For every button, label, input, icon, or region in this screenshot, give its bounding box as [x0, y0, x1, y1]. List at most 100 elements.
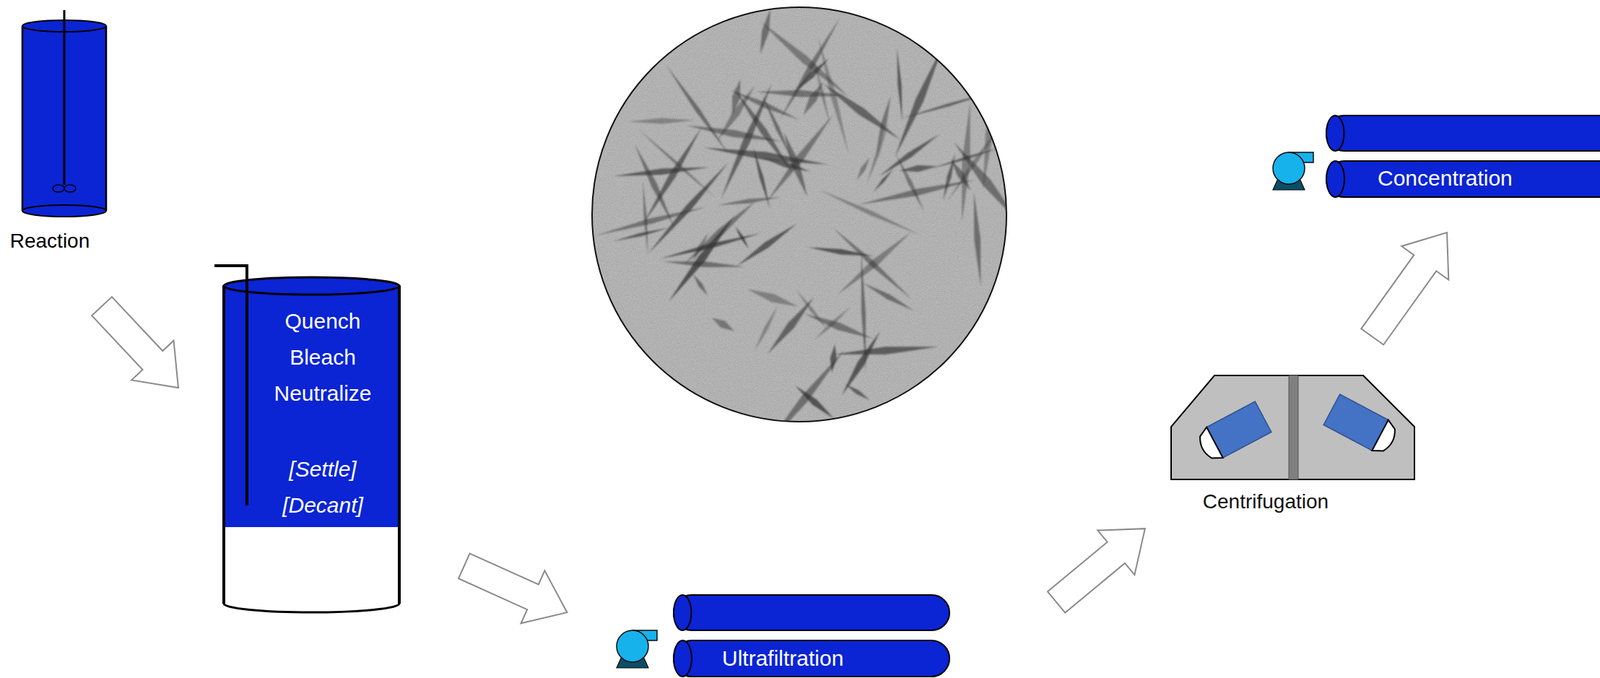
decant-pipe — [214, 265, 247, 506]
nanocrystal — [822, 83, 900, 141]
shape-group — [1272, 115, 1600, 198]
nanocrystal — [878, 133, 940, 177]
nanocrystal — [732, 79, 741, 116]
nanocrystal — [747, 289, 799, 307]
nanocrystal — [638, 129, 716, 198]
nanocrystal — [648, 162, 729, 254]
micrograph — [592, 7, 1021, 447]
nanocrystal — [857, 157, 871, 180]
nanocrystal — [663, 261, 745, 268]
mixing-tank: Reaction — [7, 10, 109, 289]
nanocrystal-group — [596, 8, 1021, 447]
micrograph-border — [592, 7, 1007, 422]
nanocrystal — [760, 21, 850, 98]
unit-label: Concentration — [1377, 165, 1513, 192]
nanocrystal — [899, 165, 938, 172]
block-arrow — [458, 553, 567, 624]
tank-wall — [397, 285, 401, 604]
nanocrystal — [779, 17, 841, 120]
concentration-unit-shape — [1267, 108, 1600, 217]
step-list: Quench Bleach Neutralize — [273, 303, 372, 412]
tube-cap — [1371, 420, 1400, 458]
nanocrystal — [760, 8, 771, 55]
nanocrystal — [686, 125, 782, 142]
nanocrystal — [711, 317, 735, 331]
nanocrystal — [894, 43, 944, 158]
nanocrystal — [659, 233, 762, 259]
centrifuge: Centrifugation — [1151, 353, 1419, 520]
nanocrystal — [683, 200, 756, 265]
nanocrystal — [833, 227, 912, 299]
tube-cap — [1194, 427, 1223, 465]
tank-wall — [105, 25, 108, 211]
nanocrystal — [736, 223, 797, 267]
nanocrystal — [983, 78, 996, 190]
block-arrow — [91, 296, 179, 388]
concentration-unit: Concentration — [1267, 108, 1600, 217]
block-arrow — [1361, 232, 1449, 346]
tank-top — [223, 277, 400, 295]
tube-end — [1326, 115, 1345, 151]
nanocrystal — [703, 147, 829, 165]
tank-bottom — [22, 205, 107, 217]
nanocrystal — [867, 122, 889, 183]
shape-group — [1171, 375, 1415, 480]
micrograph-ground — [592, 7, 1007, 422]
settling-tank: Quench Bleach Neutralize [Settle] [Decant… — [189, 259, 441, 614]
block-arrow — [1047, 528, 1146, 613]
centrifuge-housing — [1171, 375, 1415, 480]
nanocrystal — [613, 166, 710, 177]
nanocrystal — [693, 274, 708, 296]
membrane-tube — [1326, 115, 1600, 151]
pump-body — [1272, 152, 1305, 185]
impeller-blade — [64, 184, 76, 193]
nanocrystal — [717, 197, 781, 206]
membrane-tube — [673, 594, 950, 631]
nanocrystal — [862, 283, 914, 311]
tube-end — [673, 594, 692, 631]
nanocrystal — [813, 59, 831, 127]
nanocrystal — [896, 48, 902, 123]
tank-wall — [21, 25, 24, 211]
membrane-tube — [1326, 161, 1600, 198]
micrograph-grain — [592, 7, 1007, 422]
nanocrystal — [961, 102, 970, 223]
nanocrystal — [873, 168, 894, 193]
centrifuge-divider — [1288, 375, 1299, 480]
nanocrystal — [795, 289, 828, 330]
ultrafiltration-unit: Ultrafiltration — [584, 588, 1033, 678]
nanocrystal — [666, 65, 729, 154]
impeller-blade — [52, 184, 65, 193]
shape-group — [616, 594, 950, 677]
nanocrystal — [761, 93, 793, 162]
tube-end — [1326, 161, 1345, 198]
nanocrystal — [808, 247, 875, 257]
nanocrystal — [767, 297, 814, 355]
tube-end — [673, 640, 692, 677]
nanocrystal — [845, 384, 871, 401]
nanocrystal — [628, 118, 696, 125]
pump-body — [616, 630, 649, 663]
tank-body — [223, 285, 400, 613]
nanocrystal — [974, 192, 982, 287]
shape-group — [22, 10, 107, 217]
unit-label: Centrifugation — [1202, 489, 1329, 515]
nanocrystal — [814, 307, 850, 341]
nanocrystal — [634, 144, 674, 227]
nanocrystal — [858, 179, 976, 206]
nanocrystal — [833, 346, 939, 355]
centrifuge-tube — [1323, 394, 1400, 458]
nanocrystal — [838, 232, 912, 295]
unit-label: Reaction — [10, 228, 91, 254]
shape-group — [214, 265, 400, 613]
tank-wall — [222, 285, 226, 604]
nanocrystal — [819, 189, 920, 235]
nanocrystal — [784, 132, 808, 198]
centrifuge-tube — [1194, 401, 1271, 465]
step-note: [Settle] [Decant] — [282, 451, 364, 524]
nanocrystal — [830, 344, 837, 373]
unit-label: Ultrafiltration — [722, 645, 844, 672]
membrane-tube — [673, 640, 950, 677]
